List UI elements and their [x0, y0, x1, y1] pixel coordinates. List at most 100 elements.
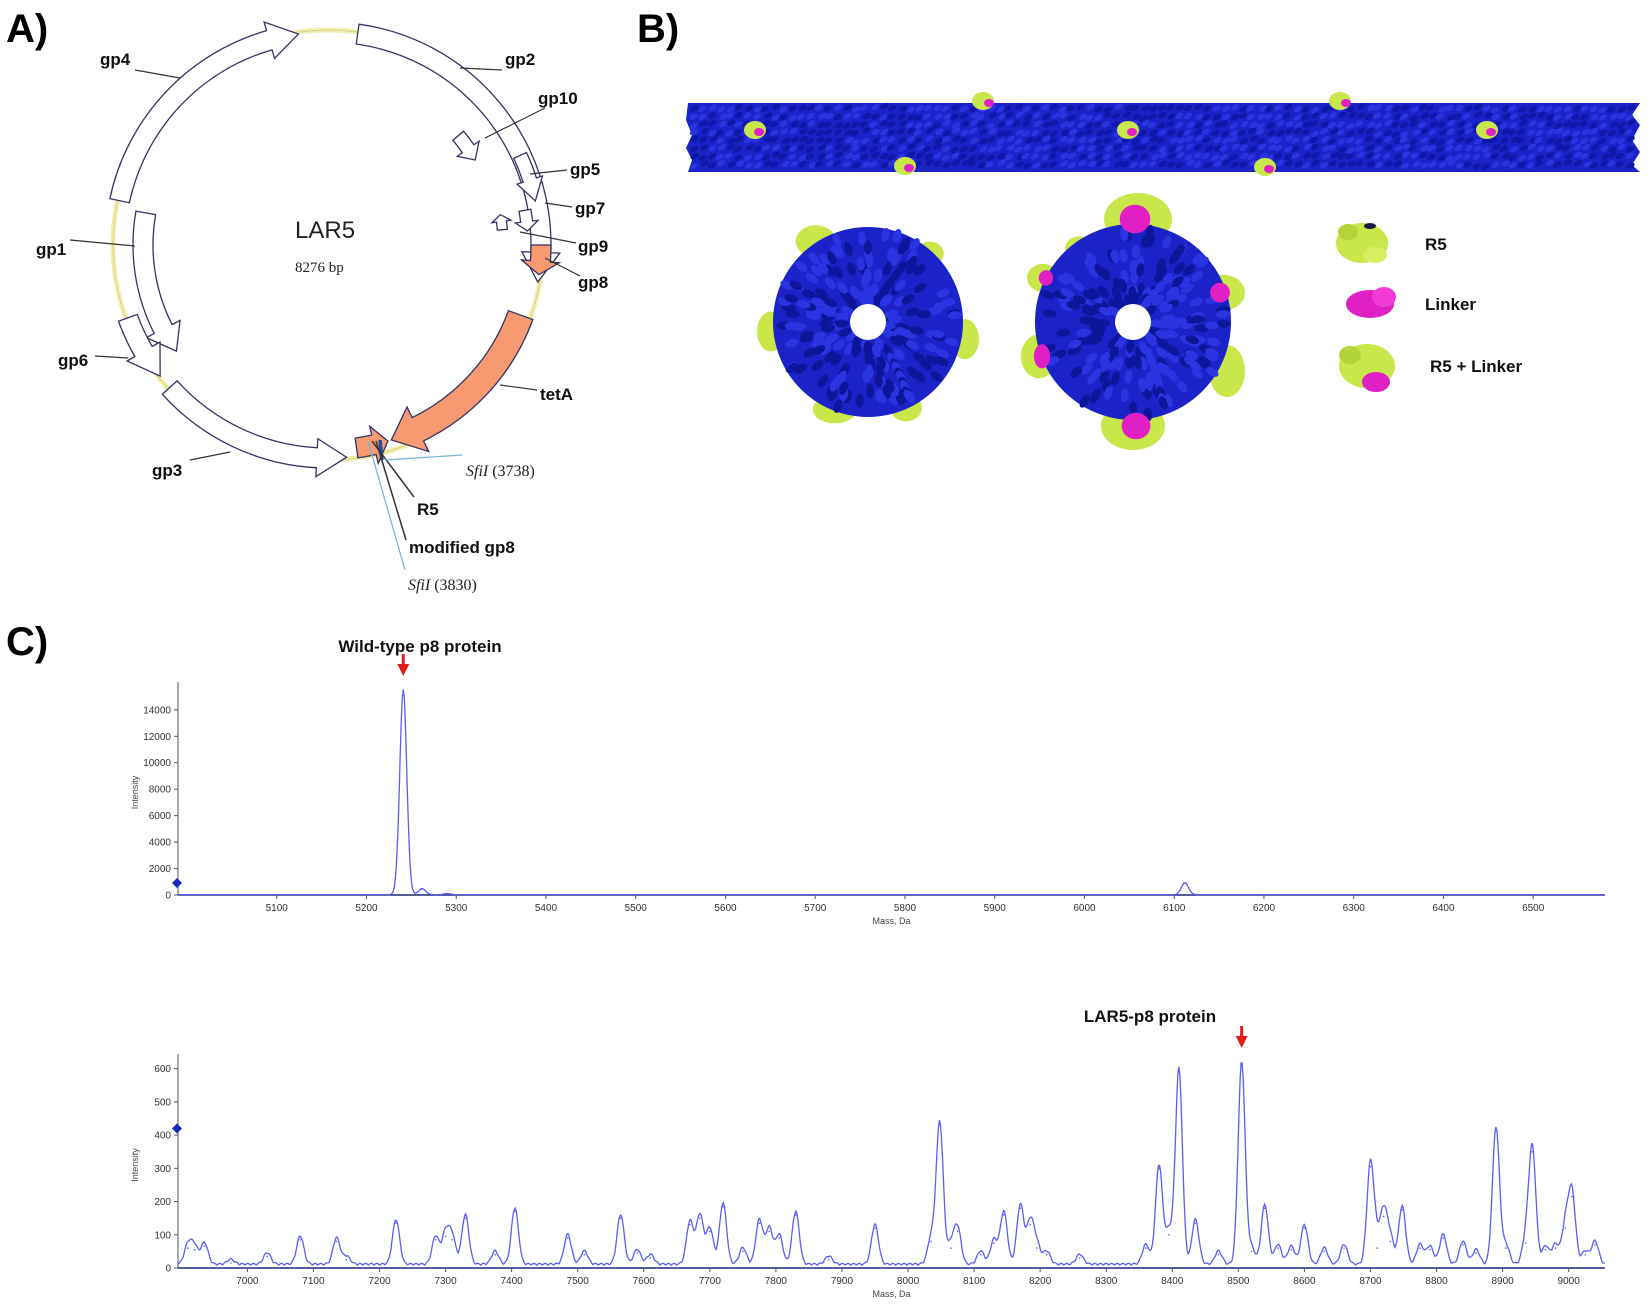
peak-apex [1495, 1129, 1497, 1131]
peak-apex [689, 1224, 691, 1226]
peak-apex [1571, 1195, 1573, 1198]
gene-arrow-gp9 [490, 213, 513, 231]
peak-apex [1594, 1243, 1596, 1246]
x-tick-label: 7500 [567, 1276, 590, 1287]
peak-apex [1429, 1248, 1431, 1251]
legend-r5: R5 [1425, 235, 1447, 254]
legend-linker: Linker [1425, 295, 1476, 314]
sfi-site-2: SfiI(3830) [408, 577, 477, 594]
y-tick-label: 0 [165, 891, 171, 902]
peak-apex [1290, 1248, 1292, 1251]
y-axis-label: Intensity [130, 775, 140, 809]
peak-apex [742, 1250, 744, 1253]
cross-section-r5 [757, 225, 979, 424]
peak-apex [699, 1217, 701, 1219]
label-gp4: gp4 [100, 50, 131, 69]
peak-apex [1401, 1209, 1403, 1211]
peak-apex [421, 888, 423, 890]
peak-apex [722, 1205, 724, 1208]
peak-annotation: Wild-type p8 protein [338, 637, 501, 656]
r5-mark [378, 439, 384, 461]
panel-b: B) R5 Linker [637, 7, 1640, 450]
peak-apex [345, 1258, 348, 1261]
x-tick-label: 7700 [699, 1276, 722, 1287]
peak-apex [1382, 1215, 1385, 1218]
peak-arrow [1235, 1036, 1248, 1048]
peak-apex [1168, 1233, 1170, 1236]
peak-apex [1475, 1252, 1477, 1254]
phage-filament [686, 92, 1640, 176]
peak-apex [1505, 1247, 1507, 1249]
peak-arrow [397, 664, 410, 676]
peak-apex [1419, 1247, 1421, 1249]
peak-apex [395, 1222, 397, 1224]
y-tick-label: 0 [165, 1264, 171, 1275]
legend-r5-swatch [1336, 223, 1388, 263]
label-gp8: gp8 [578, 273, 608, 292]
y-tick-label: 4000 [149, 838, 172, 849]
peak-apex [758, 1222, 761, 1224]
peak-apex [1369, 1165, 1372, 1168]
y-tick-label: 300 [154, 1164, 171, 1175]
x-tick-label: 8700 [1359, 1276, 1382, 1287]
x-tick-label: 5800 [894, 903, 917, 914]
panel-a: A) LAR5 8276 bp gp4 gp2 gp10 gp5 gp7 gp9… [6, 7, 608, 594]
peak-apex [979, 1253, 982, 1256]
x-tick-label: 7400 [501, 1276, 524, 1287]
peak-apex [1003, 1214, 1005, 1216]
peak-apex [827, 1258, 830, 1261]
peak-apex [1029, 1224, 1032, 1226]
x-tick-label: 6300 [1343, 903, 1366, 914]
x-axis-label: Mass, Da [872, 916, 910, 926]
peak-apex [266, 1255, 268, 1258]
peak-apex [514, 1210, 516, 1213]
peak-apex [1564, 1227, 1567, 1229]
gene-arrow-gp5 [512, 151, 544, 203]
peak-apex [778, 1237, 780, 1239]
peak-apex [950, 1247, 952, 1249]
gene-arrow-tetA [390, 309, 534, 453]
structure-legend: R5 Linker R5 + Linker [1336, 223, 1523, 392]
peak-apex [230, 1262, 232, 1264]
peak-apex [1376, 1247, 1378, 1249]
x-tick-label: 8400 [1161, 1276, 1184, 1287]
x-tick-label: 9000 [1558, 1276, 1581, 1287]
peak-apex [335, 1240, 338, 1243]
x-tick-label: 7100 [302, 1276, 325, 1287]
peak-apex [1078, 1257, 1081, 1259]
x-tick-label: 8200 [1029, 1276, 1052, 1287]
y-tick-label: 600 [154, 1064, 171, 1075]
label-gp9: gp9 [578, 237, 608, 256]
peak-apex [930, 1240, 932, 1243]
gene-arrow-gp7 [513, 208, 540, 232]
x-tick-label: 5100 [266, 903, 289, 914]
peak-apex [1145, 1247, 1147, 1249]
gene-arrow-gp1 [132, 210, 181, 353]
peak-apex [434, 1238, 437, 1241]
peak-apex [1184, 882, 1186, 884]
y-tick-label: 100 [154, 1230, 171, 1241]
peak-apex [1531, 1150, 1534, 1153]
peak-apex [709, 1230, 711, 1233]
legend-r5-linker: R5 + Linker [1430, 357, 1523, 376]
label-tetA: tetA [540, 385, 573, 404]
x-tick-label: 7900 [831, 1276, 854, 1287]
x-tick-label: 8500 [1227, 1276, 1250, 1287]
peak-apex [444, 1235, 447, 1238]
peak-apex [1019, 1207, 1022, 1209]
y-tick-label: 8000 [149, 785, 172, 796]
peak-apex [566, 1237, 569, 1239]
peak-apex [1462, 1243, 1464, 1246]
peak-apex [938, 1124, 941, 1126]
peak-apex [402, 689, 405, 691]
y-tick-label: 200 [154, 1197, 171, 1208]
peak-annotation: LAR5-p8 protein [1084, 1007, 1216, 1026]
peak-apex [956, 1230, 959, 1233]
peak-apex [1240, 1064, 1243, 1067]
peak-apex [1554, 1247, 1557, 1249]
x-tick-label: 6100 [1163, 903, 1186, 914]
peak-apex [1194, 1222, 1197, 1224]
x-tick-label: 5600 [714, 903, 737, 914]
